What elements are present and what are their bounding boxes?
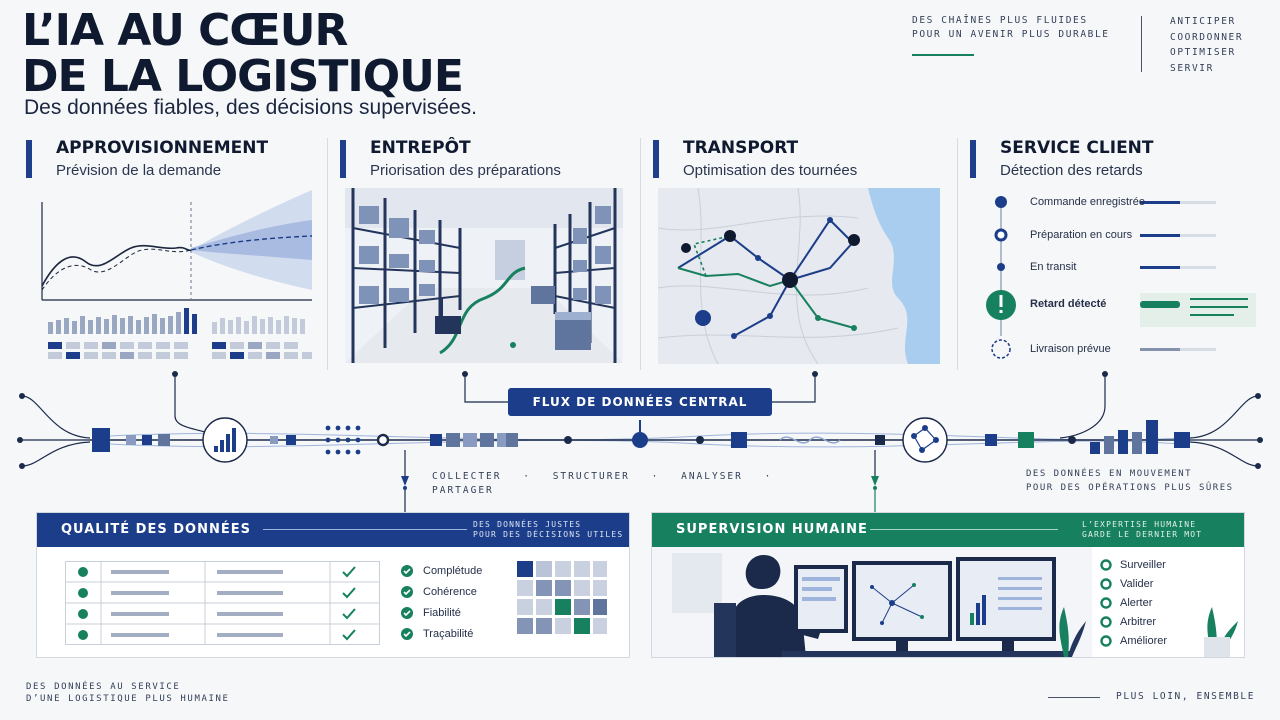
- flow-step: ANALYSER: [681, 471, 743, 482]
- section-approvisionnement: APPROVISIONNEMENT Prévision de la demand…: [26, 136, 316, 186]
- section-accent-bar: [653, 140, 659, 178]
- human-supervision-header: SUPERVISION HUMAINE L’EXPERTISE HUMAINE …: [652, 513, 1244, 547]
- action-ameliorer: Améliorer: [1120, 635, 1168, 647]
- demand-forecast-illustration: [41, 190, 313, 359]
- section-subtitle: Détection des retards: [1000, 162, 1143, 179]
- note-line: GARDE LE DERNIER MOT: [1082, 530, 1203, 539]
- tagline-line1: DES CHAÎNES PLUS FLUIDES: [912, 15, 1088, 26]
- check-completude: Complétude: [423, 565, 483, 577]
- section-title: TRANSPORT: [683, 138, 799, 158]
- verb-item: COORDONNER: [1170, 31, 1244, 43]
- human-supervision-panel: SUPERVISION HUMAINE L’EXPERTISE HUMAINE …: [651, 512, 1245, 658]
- data-quality-panel: QUALITÉ DES DONNÉES DES DONNÉES JUSTES P…: [36, 512, 630, 658]
- human-supervision-title: SUPERVISION HUMAINE: [676, 522, 868, 537]
- section-accent-bar: [970, 140, 976, 178]
- verb-item: SERVIR: [1170, 62, 1214, 74]
- action-valider: Valider: [1120, 578, 1154, 590]
- tagline: DES CHAÎNES PLUS FLUIDES POUR UN AVENIR …: [912, 14, 1110, 42]
- verbs-list: ANTICIPER COORDONNER OPTIMISER SERVIR: [1170, 14, 1243, 76]
- central-data-flow-graphic: [17, 371, 1263, 512]
- section-subtitle: Optimisation des tournées: [683, 162, 858, 179]
- data-quality-title: QUALITÉ DES DONNÉES: [61, 522, 251, 537]
- section-divider: [640, 138, 641, 370]
- section-service-client: SERVICE CLIENT Détection des retards: [970, 136, 1260, 186]
- warehouse-illustration: [345, 188, 623, 363]
- section-subtitle: Prévision de la demande: [56, 162, 222, 179]
- action-surveiller: Surveiller: [1120, 559, 1166, 571]
- header-rule: [870, 529, 1058, 530]
- central-flow-label: FLUX DE DONNÉES CENTRAL: [508, 388, 772, 416]
- note-line: L’EXPERTISE HUMAINE: [1082, 520, 1197, 529]
- action-check-icons: [1100, 559, 1112, 647]
- verb-item: ANTICIPER: [1170, 16, 1236, 27]
- tagline-accent-line: [912, 54, 974, 56]
- section-accent-bar: [340, 140, 346, 178]
- flow-steps: COLLECTER · STRUCTURER · ANALYSER · PART…: [432, 470, 832, 498]
- status-transit: En transit: [1030, 261, 1077, 273]
- footer-line: D’UNE LOGISTIQUE PLUS HUMAINE: [26, 694, 230, 704]
- flow-step: STRUCTURER: [552, 471, 630, 482]
- route-map-illustration: [658, 188, 940, 364]
- action-alerter: Alerter: [1120, 597, 1153, 609]
- human-supervision-note: L’EXPERTISE HUMAINE GARDE LE DERNIER MOT: [1082, 520, 1202, 540]
- section-divider: [957, 138, 958, 370]
- status-livraison: Livraison prévue: [1030, 343, 1111, 355]
- check-icons: [401, 565, 413, 640]
- status-commande: Commande enregistrée: [1030, 196, 1145, 208]
- section-title: SERVICE CLIENT: [1000, 138, 1154, 158]
- check-coherence: Cohérence: [423, 586, 477, 598]
- flow-note-line: DES DONNÉES EN MOUVEMENT: [1026, 469, 1193, 479]
- footer-right-note: PLUS LOIN, ENSEMBLE: [1116, 691, 1256, 702]
- section-entrepot: ENTREPÔT Priorisation des préparations: [340, 136, 630, 186]
- section-title: APPROVISIONNEMENT: [56, 138, 269, 158]
- section-subtitle: Priorisation des préparations: [370, 162, 561, 179]
- quality-matrix-icon: [517, 561, 607, 634]
- flow-step: PARTAGER: [432, 485, 494, 496]
- footer-rule: [1048, 697, 1100, 698]
- flow-separator: ·: [764, 471, 773, 482]
- main-title-line1: L’IA AU CŒUR: [22, 5, 348, 56]
- verb-item: OPTIMISER: [1170, 47, 1236, 58]
- status-preparation: Préparation en cours: [1030, 229, 1133, 241]
- section-transport: TRANSPORT Optimisation des tournées: [653, 136, 943, 186]
- check-fiabilite: Fiabilité: [423, 607, 461, 619]
- check-tracabilite: Traçabilité: [423, 628, 474, 640]
- data-quality-header: QUALITÉ DES DONNÉES DES DONNÉES JUSTES P…: [37, 513, 629, 547]
- status-retard: Retard détecté: [1030, 298, 1107, 310]
- note-line: POUR DES DÉCISIONS UTILES: [473, 530, 624, 539]
- data-quality-note: DES DONNÉES JUSTES POUR DES DÉCISIONS UT…: [473, 520, 623, 540]
- action-arbitrer: Arbitrer: [1120, 616, 1157, 628]
- section-divider: [327, 138, 328, 370]
- main-subtitle: Des données fiables, des décisions super…: [24, 96, 477, 119]
- header-divider: [1141, 16, 1142, 72]
- status-timeline-graphic: [986, 196, 1256, 359]
- flow-separator: ·: [523, 471, 531, 482]
- operator-workstation-illustration: [652, 547, 1238, 657]
- note-line: DES DONNÉES JUSTES: [473, 520, 582, 529]
- tagline-line2: POUR UN AVENIR PLUS DURABLE: [912, 29, 1110, 40]
- section-title: ENTREPÔT: [370, 138, 471, 158]
- data-quality-table: [65, 561, 380, 645]
- flow-separator: ·: [651, 471, 660, 482]
- flow-step: COLLECTER: [432, 471, 502, 482]
- flow-right-note: DES DONNÉES EN MOUVEMENT POUR DES OPÉRAT…: [1026, 467, 1234, 495]
- main-title: L’IA AU CŒUR DE LA LOGISTIQUE: [22, 5, 464, 102]
- section-accent-bar: [26, 140, 32, 178]
- header-rule: [263, 529, 467, 530]
- footer-line: DES DONNÉES AU SERVICE: [26, 682, 181, 692]
- footer-left-note: DES DONNÉES AU SERVICE D’UNE LOGISTIQUE …: [26, 681, 230, 705]
- flow-note-line: POUR DES OPÉRATIONS PLUS SÛRES: [1026, 483, 1234, 493]
- main-title-line2: DE LA LOGISTIQUE: [22, 51, 464, 102]
